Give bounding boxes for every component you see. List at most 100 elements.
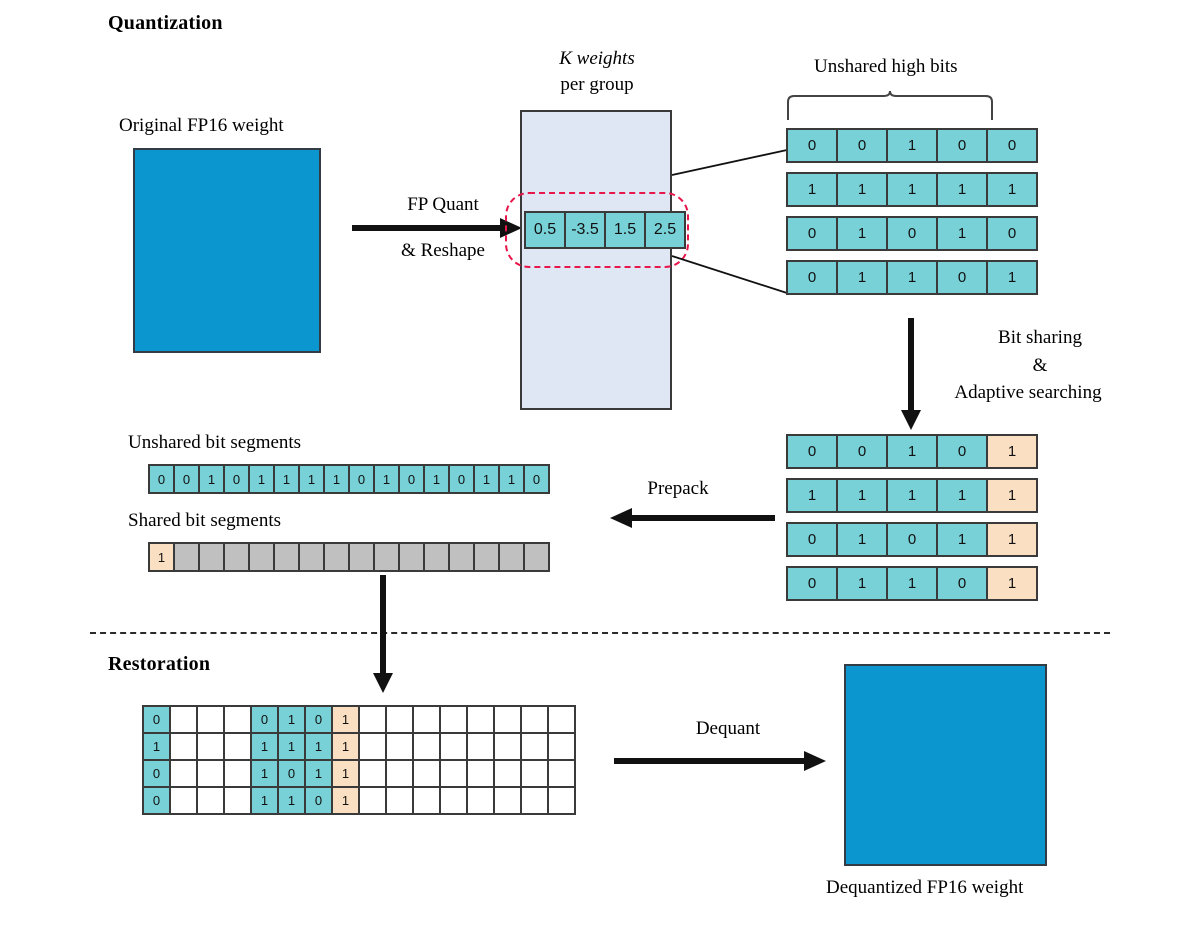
bit-cell: 0 (886, 522, 938, 557)
bit-cell: 1 (886, 128, 938, 163)
restore-cell (385, 759, 414, 788)
bit-row: 0 1 0 1 1 (786, 522, 1038, 557)
dequantized-fp16-weight-square (844, 664, 1047, 866)
bit-cell: 0 (786, 566, 838, 601)
segment-cell: 1 (198, 464, 225, 494)
bit-cell: 1 (836, 260, 888, 295)
group-to-bits-connectors (671, 149, 792, 295)
unshared-high-bits-matrix: 0 0 1 0 0 1 1 1 1 1 0 1 0 1 0 0 1 1 0 1 (786, 128, 1038, 304)
bit-cell: 0 (786, 522, 838, 557)
restore-cell: 1 (331, 786, 360, 815)
segment-cell: 1 (148, 542, 175, 572)
restore-cell: 1 (304, 732, 333, 761)
bit-row: 0 0 1 0 1 (786, 434, 1038, 469)
bit-cell: 1 (986, 260, 1038, 295)
bit-cell: 1 (886, 260, 938, 295)
restore-cell (520, 759, 549, 788)
unshared-bit-segments-label: Unshared bit segments (128, 432, 302, 453)
restore-cell (169, 732, 198, 761)
bit-cell: 1 (836, 522, 888, 557)
bit-sharing-label-line2: & (1032, 355, 1048, 376)
k-weights-label-line2: per group (560, 74, 634, 95)
restore-cell (466, 705, 495, 734)
restore-cell: 1 (331, 705, 360, 734)
bit-cell: 1 (786, 478, 838, 513)
shared-bit-segments-strip: 1 (148, 542, 550, 572)
restore-cell (385, 786, 414, 815)
restore-cell (493, 732, 522, 761)
section-divider (90, 632, 1110, 634)
bit-cell: 1 (836, 478, 888, 513)
restoration-flow-arrow (368, 575, 398, 693)
bit-cell: 0 (936, 434, 988, 469)
segment-cell: 0 (448, 464, 475, 494)
restoration-section-title: Restoration (108, 653, 211, 675)
segment-cell: 1 (298, 464, 325, 494)
restore-cell (547, 732, 576, 761)
segment-cell: 0 (348, 464, 375, 494)
segment-cell (523, 542, 550, 572)
selected-group-highlight (505, 192, 689, 268)
bit-sharing-arrow (896, 318, 926, 430)
unshared-high-bits-label: Unshared high bits (814, 56, 958, 77)
restore-cell (169, 759, 198, 788)
segment-cell (323, 542, 350, 572)
restore-cell (520, 786, 549, 815)
shared-bit-cell: 1 (986, 566, 1038, 601)
fp-quant-label-line1: FP Quant (407, 194, 479, 215)
segment-cell (423, 542, 450, 572)
bit-cell: 1 (936, 216, 988, 251)
segment-cell: 0 (148, 464, 175, 494)
restore-cell: 0 (142, 786, 171, 815)
bit-cell: 0 (786, 128, 838, 163)
segment-cell: 0 (398, 464, 425, 494)
restore-cell: 0 (250, 705, 279, 734)
bit-cell: 1 (886, 172, 938, 207)
shared-bits-matrix: 0 0 1 0 1 1 1 1 1 1 0 1 0 1 1 0 1 1 0 1 (786, 434, 1038, 610)
unshared-high-bits-brace (786, 90, 998, 122)
restore-cell: 1 (277, 705, 306, 734)
restore-cell (520, 732, 549, 761)
restore-cell: 0 (304, 786, 333, 815)
restore-cell (439, 786, 468, 815)
restore-cell: 1 (304, 759, 333, 788)
restore-cell: 1 (277, 786, 306, 815)
segment-cell (398, 542, 425, 572)
restore-cell (412, 786, 441, 815)
restoration-grid: 0 0 1 0 1 1 1 1 1 1 (142, 705, 576, 815)
segment-cell (348, 542, 375, 572)
bit-cell: 0 (936, 566, 988, 601)
group-value-cell: 2.5 (644, 211, 686, 249)
restore-cell (439, 759, 468, 788)
restore-cell: 1 (250, 759, 279, 788)
restore-cell (466, 759, 495, 788)
restore-cell: 0 (142, 705, 171, 734)
bit-cell: 0 (786, 434, 838, 469)
bit-cell: 1 (936, 522, 988, 557)
restore-cell (439, 732, 468, 761)
restore-cell (493, 759, 522, 788)
restore-cell (493, 705, 522, 734)
restore-cell: 1 (250, 786, 279, 815)
restore-cell (223, 786, 252, 815)
dequant-label: Dequant (695, 718, 761, 739)
segment-cell (473, 542, 500, 572)
restore-cell: 0 (304, 705, 333, 734)
restore-cell (412, 732, 441, 761)
bit-row: 0 1 0 1 0 (786, 216, 1038, 251)
original-weight-label: Original FP16 weight (119, 115, 284, 136)
restore-cell: 0 (277, 759, 306, 788)
unshared-bit-segments-strip: 0 0 1 0 1 1 1 1 0 1 0 1 0 1 1 0 (148, 464, 550, 494)
segment-cell (373, 542, 400, 572)
dequantized-weight-label: Dequantized FP16 weight (826, 877, 1024, 898)
restore-cell (493, 786, 522, 815)
bit-row: 1 1 1 1 1 (786, 478, 1038, 513)
bit-cell: 0 (936, 260, 988, 295)
k-weights-label-line1: K weights (559, 48, 635, 69)
bit-cell: 1 (986, 172, 1038, 207)
restore-cell (196, 786, 225, 815)
bit-sharing-label-line1: Bit sharing (998, 327, 1082, 348)
restore-cell (547, 705, 576, 734)
bit-cell: 1 (936, 172, 988, 207)
